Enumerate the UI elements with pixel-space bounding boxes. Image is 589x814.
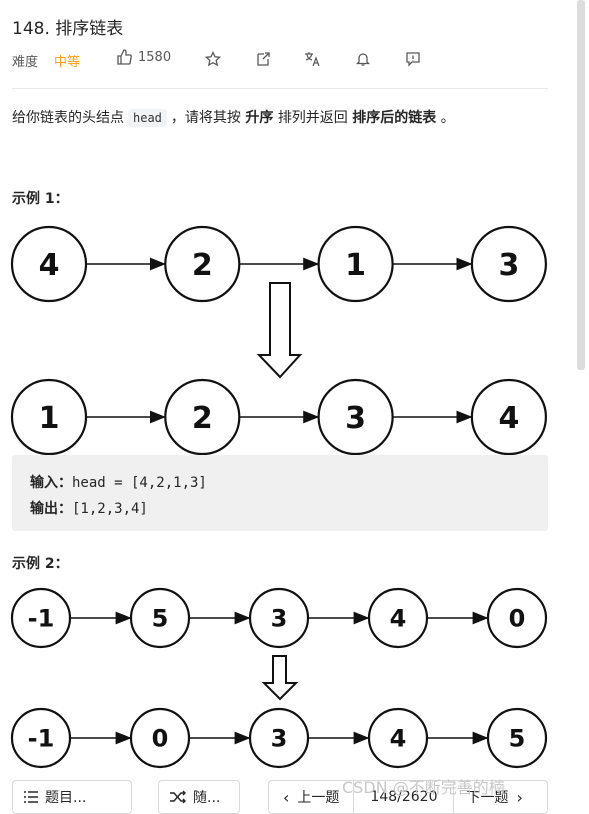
page-title: 148. 排序链表 [12, 19, 124, 39]
example-1-after-node-value: 3 [345, 401, 366, 436]
star-icon [205, 51, 221, 67]
feedback-icon [406, 52, 420, 67]
random-button[interactable]: 随... [158, 780, 240, 814]
example-1-output: 输出：[1,2,3,4] [30, 501, 148, 517]
share-icon [257, 52, 270, 66]
example-2-after-node-value: 3 [271, 725, 288, 753]
next-problem-button[interactable]: 下一题 › [466, 787, 523, 807]
example-2-after-node-value: 4 [390, 725, 407, 753]
problem-list-button[interactable]: 题目... [12, 780, 132, 814]
difficulty-label: 难度 [12, 55, 39, 70]
example-1-before-node-value: 2 [192, 248, 213, 283]
example-2-before-node-value: 4 [390, 605, 407, 633]
chevron-right-icon: › [516, 787, 523, 807]
example-2-before-node-value: 5 [152, 605, 169, 633]
example-2-after-node-value: 0 [152, 725, 169, 753]
example-2-after-node-value: -1 [28, 725, 55, 753]
like-button[interactable]: 1580 [116, 49, 171, 65]
example-2-after-node [486, 707, 548, 769]
example-1-after-node [470, 378, 547, 456]
sort-arrow-down [256, 282, 303, 379]
example-1-before-node-value: 4 [39, 248, 60, 283]
favorite-button[interactable] [203, 49, 223, 69]
example-1-after-node-value: 2 [192, 401, 213, 436]
example-2-before-node-value: 0 [509, 605, 526, 633]
example-1-before-node-value: 3 [498, 248, 519, 283]
example-2-before-node-value: -1 [28, 605, 55, 633]
feedback-button[interactable] [403, 49, 423, 69]
example-2-before-node-value: 3 [271, 605, 288, 633]
thumb-up-icon [117, 49, 132, 65]
chevron-left-icon: ‹ [283, 787, 290, 807]
shuffle-icon [170, 790, 186, 804]
watermark: CSDN @不断完善的楠 [342, 778, 505, 797]
inline-code-head: head [128, 109, 167, 127]
example-1-after-node-value: 1 [39, 401, 60, 436]
page-indicator: 148/2620 [353, 781, 455, 813]
example-1-before-node-value: 1 [345, 248, 366, 283]
example-1-input: 输入：head = [4,2,1,3] [30, 475, 207, 491]
notify-button[interactable] [353, 49, 373, 69]
example-1-code-block [12, 455, 548, 531]
prev-problem-button[interactable]: ‹ 上一题 [283, 787, 340, 807]
example-2-before-node [486, 587, 548, 649]
sort-arrow-down-2 [261, 655, 299, 701]
share-button[interactable] [253, 49, 273, 69]
example-1-diagram: 4 2 1 3 1 2 3 4 [10, 225, 547, 456]
list-icon [24, 791, 38, 803]
example-2-after-node-value: 5 [509, 725, 526, 753]
translate-button[interactable] [303, 49, 323, 69]
example-1-before-node [470, 225, 547, 303]
difficulty-badge: 中等 [54, 55, 81, 70]
scrollbar[interactable] [577, 0, 585, 370]
bell-icon [355, 53, 371, 66]
translate-icon [305, 52, 320, 67]
example-2-label: 示例 2： [12, 556, 69, 572]
example-1-after-node-value: 4 [498, 401, 519, 436]
header-divider [12, 88, 548, 89]
example-2-diagram: -1 5 3 4 0 -1 0 3 4 5 [10, 587, 548, 769]
like-count: 1580 [138, 49, 172, 65]
example-1-label: 示例 1： [12, 191, 69, 207]
